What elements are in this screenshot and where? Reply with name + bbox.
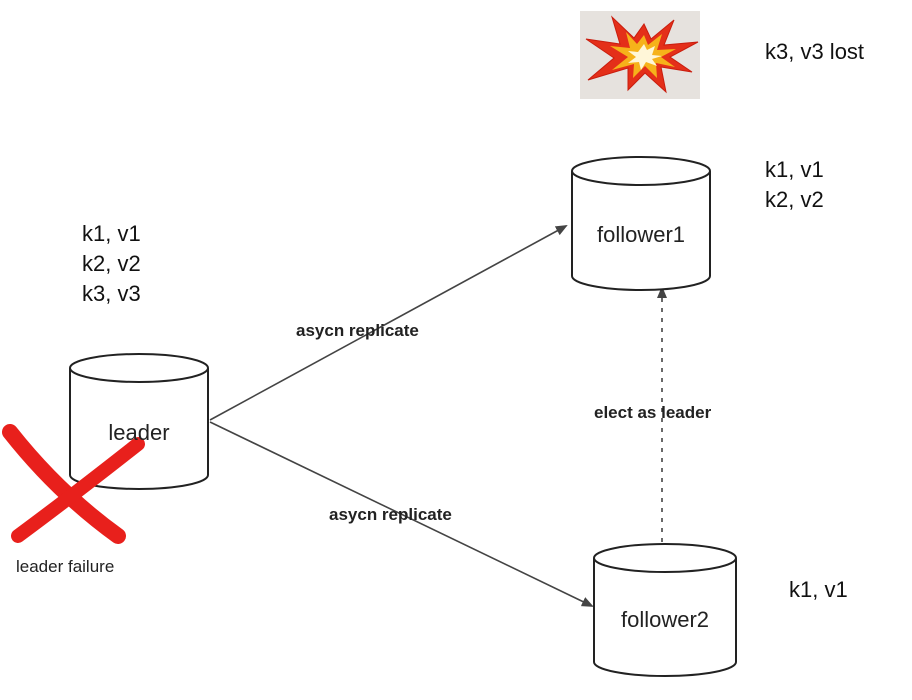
leader-label: leader xyxy=(108,420,170,445)
follower1-database xyxy=(571,156,711,291)
loss-label: k3, v3 lost xyxy=(765,39,865,64)
explosion-icon xyxy=(580,11,700,99)
follower2-database xyxy=(593,543,737,677)
follower2-label: follower2 xyxy=(620,607,710,632)
edge-label-elect: elect as leader xyxy=(594,403,712,422)
leader-data-item: k2, v2 xyxy=(82,251,141,276)
red-x-icon xyxy=(2,424,145,544)
edge-leader-to-follower1 xyxy=(209,225,568,421)
edge-leader-to-follower2 xyxy=(209,421,594,607)
follower1-data-item: k1, v1 xyxy=(765,157,824,182)
follower1-label: follower1 xyxy=(596,222,686,247)
follower2-data-item: k1, v1 xyxy=(789,577,848,602)
failure-label: leader failure xyxy=(16,557,115,576)
leader-data-item: k3, v3 xyxy=(82,281,141,306)
edge-label-replicate-follower1: asycn replicate xyxy=(296,321,419,340)
follower1-data-list: k1, v1 k2, v2 xyxy=(765,155,824,215)
leader-data-item: k1, v1 xyxy=(82,221,141,246)
follower1-data-item: k2, v2 xyxy=(765,187,824,212)
leader-database xyxy=(69,353,209,490)
follower2-data-list: k1, v1 xyxy=(789,575,848,605)
edge-label-replicate-follower2: asycn replicate xyxy=(329,505,452,524)
leader-data-list: k1, v1 k2, v2 k3, v3 xyxy=(82,219,141,309)
